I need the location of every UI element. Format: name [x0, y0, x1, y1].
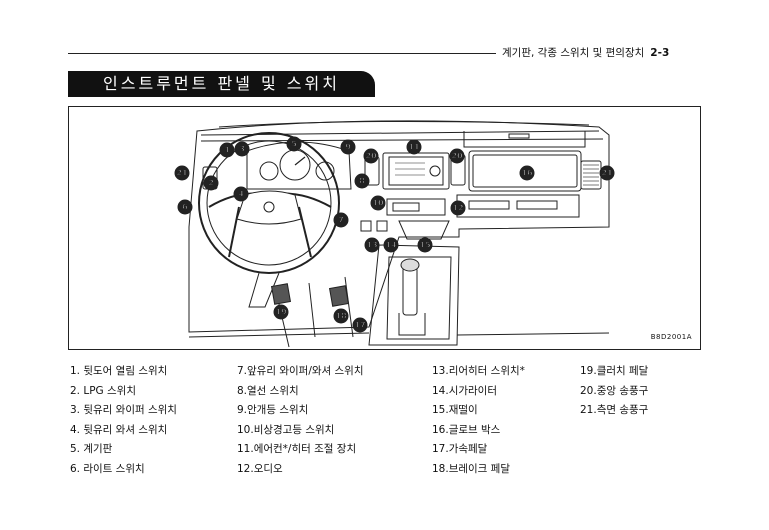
callout-19-label: 19	[275, 308, 287, 317]
callout-6: 6	[177, 199, 193, 215]
legend-item: 10.비상경고등 스위치	[237, 423, 335, 436]
callout-1-label: 1	[224, 146, 230, 155]
header-rule	[68, 53, 496, 54]
callout-17-label: 17	[354, 321, 365, 330]
legend-item: 1. 뒷도어 열림 스위치	[70, 365, 168, 377]
callout-6-label: 6	[182, 203, 188, 212]
legend-item: 13.리어히터 스위치*	[432, 365, 525, 377]
callout-9-label: 9	[345, 143, 351, 152]
legend-item: 7.앞유리 와이퍼/와셔 스위치	[237, 365, 364, 377]
legend-item: 5. 계기판	[70, 443, 113, 456]
legend-item: 19.클러치 페달	[580, 365, 649, 377]
dashboard-figure: 1 2 3 4 5 6 7 8 9 10 11 12 13 14 15 16 1…	[68, 106, 701, 350]
running-header: 계기판, 각종 스위치 및 편의장치 2-3	[502, 45, 669, 60]
callout-20a-label: 20	[365, 152, 377, 161]
legend-item: 20.중앙 송풍구	[580, 384, 649, 397]
callout-11: 11	[406, 139, 422, 155]
legend-item: 9.안개등 스위치	[237, 404, 309, 417]
callout-20b-label: 20	[451, 152, 463, 161]
dashboard-illustration: 1 2 3 4 5 6 7 8 9 10 11 12 13 14 15 16 1…	[174, 120, 615, 348]
callout-16-label: 16	[521, 169, 533, 178]
callout-17: 17	[352, 317, 368, 333]
callout-12-label: 12	[452, 204, 463, 213]
callout-13-label: 13	[366, 241, 377, 250]
callout-18-label: 18	[335, 312, 347, 321]
callout-9: 9	[340, 139, 356, 155]
callout-2: 2	[203, 175, 219, 191]
legend-item: 18.브레이크 페달	[432, 462, 510, 475]
callout-3: 3	[234, 141, 250, 157]
callout-10-label: 10	[372, 199, 384, 208]
legend-item: 17.가속페달	[432, 443, 488, 456]
legend-item: 4. 뒷유리 와셔 스위치	[70, 423, 168, 436]
figure-callouts: 1 2 3 4 5 6 7 8 9 10 11 12 13 14 15 16 1…	[174, 136, 615, 333]
callout-4: 4	[233, 186, 249, 202]
legend-item: 6. 라이트 스위치	[70, 462, 145, 475]
page-title: 인스트루먼트 판넬 및 스위치	[68, 71, 375, 97]
figure-code: B8D2001A	[650, 333, 692, 341]
callout-5: 5	[286, 136, 302, 152]
callout-18: 18	[333, 308, 349, 324]
callout-21a: 21	[174, 165, 190, 181]
legend-item: 21.측면 송풍구	[580, 404, 649, 417]
callout-1: 1	[219, 142, 235, 158]
legend-item: 2. LPG 스위치	[70, 384, 136, 397]
callout-7-label: 7	[338, 216, 344, 225]
legend-item: 3. 뒷유리 와이퍼 스위치	[70, 404, 177, 417]
callout-16: 16	[519, 165, 535, 181]
callout-8: 8	[354, 173, 370, 189]
callout-15: 15	[417, 237, 433, 253]
callout-14-label: 14	[385, 241, 397, 250]
legend-column-1: 1. 뒷도어 열림 스위치 2. LPG 스위치 3. 뒷유리 와이퍼 스위치 …	[70, 362, 177, 480]
legend-column-3: 13.리어히터 스위치* 14.시가라이터 15.재떨이 16.글로브 박스 1…	[432, 362, 525, 480]
callout-11-label: 11	[408, 143, 420, 152]
legend-item: 8.열선 스위치	[237, 384, 299, 397]
callout-19: 19	[273, 304, 289, 320]
callout-2-label: 2	[208, 179, 214, 188]
page-number: 2-3	[650, 47, 670, 59]
legend-column-4: 19.클러치 페달 20.중앙 송풍구 21.측면 송풍구	[580, 362, 648, 421]
callout-5-label: 5	[291, 140, 297, 149]
callout-21b: 21	[599, 165, 615, 181]
legend-item: 14.시가라이터	[432, 384, 497, 397]
legend-item: 16.글로브 박스	[432, 423, 501, 436]
callout-21a-label: 21	[176, 169, 188, 178]
callout-14: 14	[383, 237, 399, 253]
callout-15-label: 15	[419, 241, 431, 250]
legend-item: 12.오디오	[237, 462, 283, 475]
callout-3-label: 3	[239, 145, 245, 154]
callout-10: 10	[370, 195, 386, 211]
callout-13: 13	[364, 237, 380, 253]
legend-item: 15.재떨이	[432, 404, 478, 417]
callout-21b-label: 21	[601, 169, 613, 178]
callout-20b: 20	[449, 148, 465, 164]
callout-20a: 20	[363, 148, 379, 164]
callout-7: 7	[333, 212, 349, 228]
legend-item: 11.에어컨*/히터 조절 장치	[237, 443, 357, 456]
callout-4-label: 4	[238, 190, 244, 199]
callout-8-label: 8	[359, 177, 365, 186]
callout-12: 12	[450, 200, 466, 216]
legend-column-2: 7.앞유리 와이퍼/와셔 스위치 8.열선 스위치 9.안개등 스위치 10.비…	[237, 362, 364, 480]
header-section: 계기판, 각종 스위치 및 편의장치	[502, 47, 645, 59]
